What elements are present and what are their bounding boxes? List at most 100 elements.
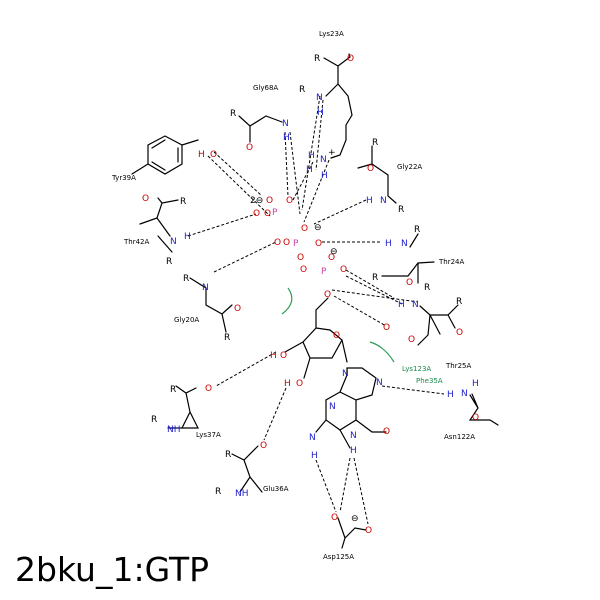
hbond (215, 351, 277, 387)
hydrophobic-contact-arc (281, 287, 293, 315)
atom-n: N (202, 283, 209, 293)
gly68a-bonds (238, 115, 283, 143)
hydrophobic-contact-arc (369, 341, 395, 363)
thr25a-bonds (417, 304, 459, 346)
atom-n: N (412, 300, 419, 310)
charge-plus: + (328, 148, 336, 158)
atom-o: O (315, 239, 322, 249)
atom-h: H (366, 196, 373, 206)
atom-r: R (314, 54, 320, 64)
asn122a-bonds (468, 393, 499, 426)
charge-minus: ⊖ (330, 247, 338, 257)
atom-n: N (282, 119, 289, 129)
atom-o: O (456, 328, 463, 338)
atom-h: H (198, 150, 205, 160)
atom-o: O (333, 331, 340, 341)
residue-label-layer: Lys23A Gly68A Gly22A Tyr39A Thr42A Thr24… (111, 30, 475, 561)
atom-h: H (306, 165, 313, 175)
residue-label-glu36a: Glu36A (263, 485, 289, 493)
atom-o: O (365, 526, 372, 536)
atom-r: R (299, 85, 305, 95)
atom-o: O (253, 209, 260, 219)
hbond (313, 199, 367, 225)
residue-label-thr24a: Thr24A (438, 258, 464, 266)
atom-o: O (324, 290, 331, 300)
atom-p: P (272, 208, 278, 218)
atom-o: O (331, 513, 338, 523)
hbond (292, 161, 314, 201)
atom-n: N (401, 239, 408, 249)
charge-minus: ⊖ (314, 223, 322, 233)
tyr39a-bonds (131, 135, 199, 175)
atom-r: R (166, 257, 172, 267)
atom-h: H (321, 171, 328, 181)
atom-o: O (246, 143, 253, 153)
atom-o: O (340, 265, 347, 275)
hbond (315, 99, 324, 171)
atom-o: O (286, 196, 293, 206)
atom-r: R (183, 274, 189, 284)
gly22a-bonds (357, 145, 397, 204)
lys23a-bonds (323, 53, 353, 159)
atom-n: N (170, 237, 177, 247)
atom-r: R (372, 138, 378, 148)
atom-o: O (283, 238, 290, 248)
atom-r: R (225, 450, 231, 460)
hbond (187, 213, 257, 237)
atom-h: H (317, 108, 324, 118)
hbond (315, 459, 337, 513)
atom-r: R (456, 297, 462, 307)
atom-p: P (293, 239, 299, 249)
atom-r: R (372, 273, 378, 283)
atom-o: O (205, 384, 212, 394)
glu36a-bonds (231, 445, 263, 493)
atom-r: R (180, 197, 186, 207)
hbond-layer (187, 95, 445, 525)
atom-o: O (301, 224, 308, 234)
atom-h: H (447, 390, 454, 400)
atom-r: R (230, 109, 236, 119)
residue-label-gly20a: Gly20A (174, 316, 199, 324)
atom-o: O (234, 304, 241, 314)
atom-r: R (414, 225, 420, 235)
atom-n: N (329, 402, 336, 412)
hbond (207, 155, 271, 217)
atom-o: O (472, 413, 479, 423)
hydrophobic-layer (281, 287, 395, 363)
atom-layer: R R R R R R R R R R R R R R R R R O O O … (142, 54, 479, 536)
hbond (345, 275, 403, 305)
atom-o: O (300, 265, 307, 275)
residue-label-gly22a: Gly22A (397, 163, 422, 171)
atom-n: N (376, 378, 383, 388)
atom-o: O (367, 164, 374, 174)
residue-label-asp125a: Asp125A (323, 553, 354, 561)
diagram-title: 2bku_1:GTP (15, 550, 210, 589)
residue-label-phe35a: Phe35A (416, 377, 443, 385)
charge-two-minus: 2⊖ (250, 196, 263, 206)
hbond (263, 387, 287, 441)
thr24a-bonds (381, 233, 435, 284)
atom-o: O (280, 351, 287, 361)
guanine-bonds (315, 367, 387, 449)
atom-h: H (472, 379, 479, 389)
atom-o: O (408, 335, 415, 345)
residue-label-gly68a: Gly68A (253, 84, 278, 92)
atom-h: H (385, 239, 392, 249)
atom-o: O (266, 196, 273, 206)
atom-r: R (224, 333, 230, 343)
atom-o: O (328, 253, 335, 263)
atom-o: O (297, 253, 304, 263)
atom-o: O (274, 238, 281, 248)
atom-h: H (308, 151, 315, 161)
atom-h: H (398, 300, 405, 310)
atom-r: R (151, 415, 157, 425)
hbond (331, 289, 419, 303)
thr42a-bonds (139, 197, 179, 253)
ribose-bonds (284, 297, 348, 379)
atom-o: O (260, 441, 267, 451)
atom-h: H (283, 133, 290, 143)
atom-o: O (210, 150, 217, 160)
atom-o: O (264, 209, 271, 219)
